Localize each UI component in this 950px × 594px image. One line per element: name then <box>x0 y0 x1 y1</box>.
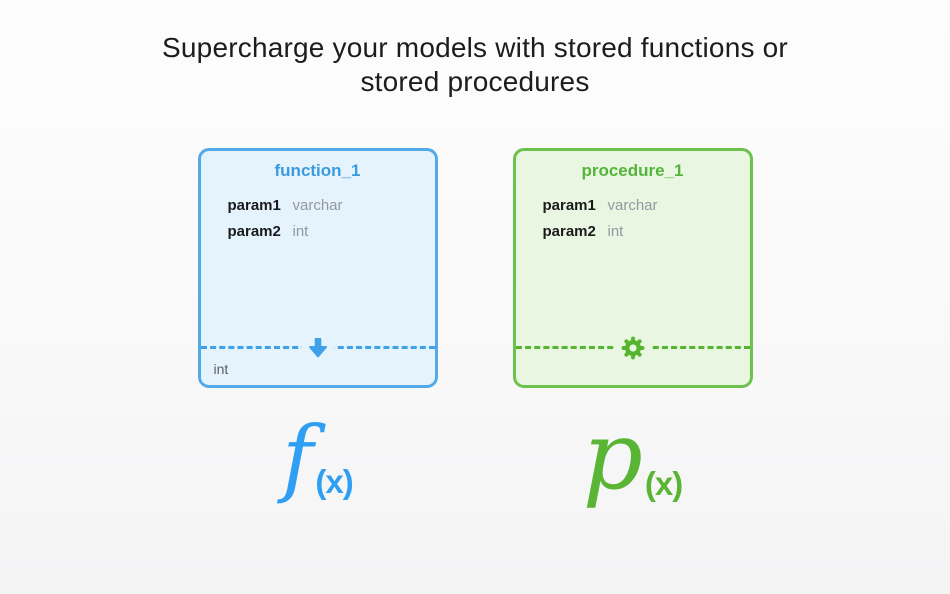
function-symbol: f (x) <box>198 402 438 522</box>
param-row: param1 varchar <box>228 197 435 214</box>
param-name: param1 <box>542 197 596 214</box>
function-card-title: function_1 <box>274 161 361 180</box>
symbols-row: f (x) p (x) <box>0 402 950 522</box>
page-title-line-2: stored procedures <box>360 66 590 97</box>
param-name: param1 <box>227 197 281 214</box>
param-row: param2 int <box>543 223 750 240</box>
function-param-list: param1 varchar param2 int <box>228 197 435 240</box>
param-row: param2 int <box>228 223 435 240</box>
cards-row: function_1 param1 varchar param2 int int… <box>0 148 950 388</box>
page-title: Supercharge your models with stored func… <box>0 31 950 99</box>
procedure-symbol-letter: p <box>582 402 643 511</box>
param-type: varchar <box>292 197 343 214</box>
procedure-card: procedure_1 param1 varchar param2 int <box>512 148 753 388</box>
function-return-divider <box>200 338 435 358</box>
param-name: param2 <box>227 223 281 240</box>
procedure-symbol-sub: (x) <box>644 465 683 502</box>
page-title-line-1: Supercharge your models with stored func… <box>162 32 788 63</box>
procedure-param-list: param1 varchar param2 int <box>543 197 750 240</box>
gear-icon <box>613 335 652 361</box>
procedure-divider <box>515 335 750 361</box>
param-row: param1 varchar <box>543 197 750 214</box>
function-card: function_1 param1 varchar param2 int int <box>197 148 438 388</box>
param-type: int <box>607 223 624 240</box>
param-name: param2 <box>542 223 596 240</box>
procedure-card-title: procedure_1 <box>581 161 684 180</box>
param-type: varchar <box>607 197 658 214</box>
arrow-down-icon <box>301 338 334 358</box>
procedure-symbol: p (x) <box>513 402 753 522</box>
function-symbol-sub: (x) <box>315 463 353 500</box>
function-symbol-letter: f <box>282 408 314 506</box>
param-type: int <box>292 223 309 240</box>
function-return-type: int <box>213 361 229 377</box>
